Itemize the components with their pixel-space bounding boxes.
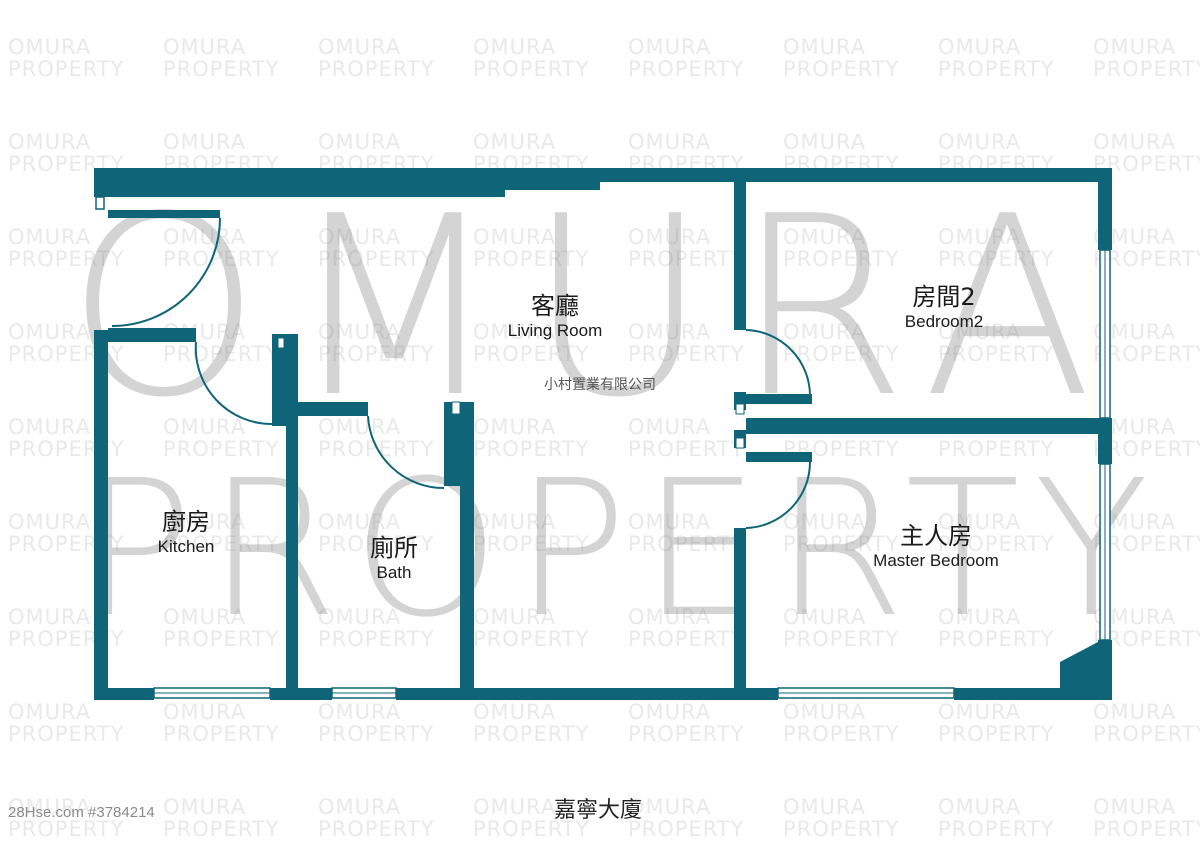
room-kitchen-cn: 廚房: [161, 508, 210, 536]
walls: [94, 168, 1112, 700]
window-panes: [154, 250, 1106, 694]
room-bedroom2-en: Bedroom2: [904, 312, 984, 331]
room-bath-en: Bath: [376, 563, 412, 582]
building-name: 嘉寧大廈: [553, 798, 643, 823]
room-master-bedroom-en: Master Bedroom: [873, 551, 999, 570]
room-bath-cn: 廁所: [370, 534, 418, 562]
agency-name: 小村置業有限公司: [544, 377, 656, 393]
room-master-bedroom: 主人房 Master Bedroom: [873, 522, 999, 572]
room-bath: 廁所 Bath: [370, 534, 418, 584]
room-living-room-en: Living Room: [507, 321, 603, 340]
room-bedroom2: 房間2 Bedroom2: [905, 283, 983, 333]
room-master-bedroom-cn: 主人房: [899, 522, 972, 550]
doors: [95, 196, 811, 529]
room-kitchen-en: Kitchen: [157, 537, 215, 556]
room-living-room: 客廳 Living Room: [508, 292, 603, 342]
room-bedroom2-cn: 房間2: [912, 283, 976, 311]
room-kitchen: 廚房 Kitchen: [158, 508, 215, 558]
room-living-room-cn: 客廳: [531, 292, 579, 320]
listing-reference: 28Hse.com #3784214: [8, 804, 155, 821]
